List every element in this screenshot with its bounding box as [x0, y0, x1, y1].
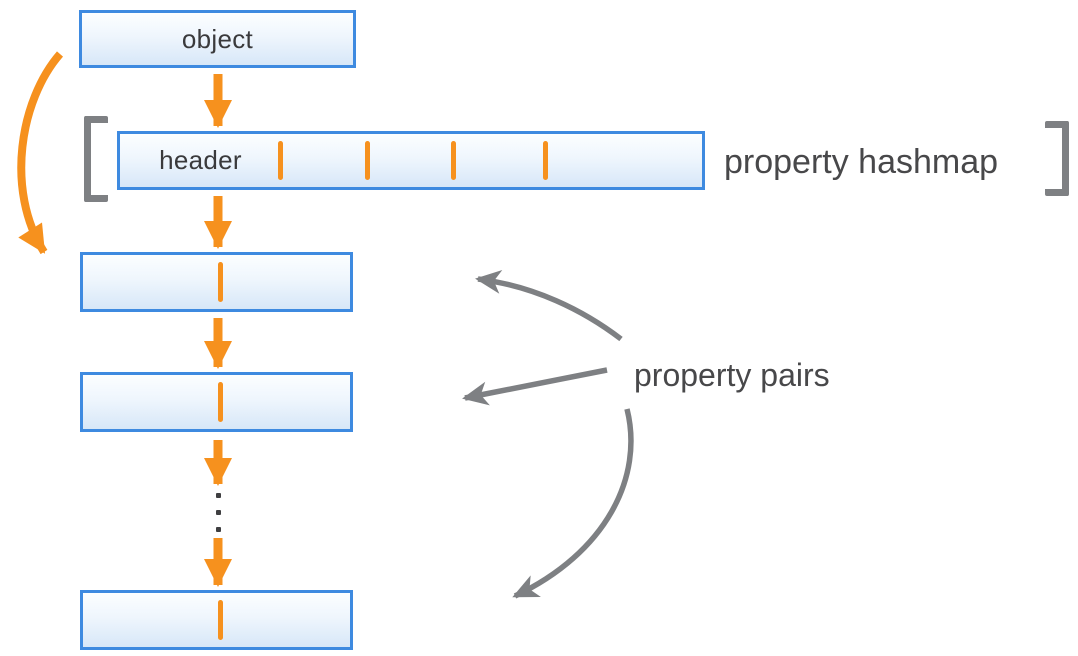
header-cell-label: header [159, 145, 242, 175]
pointer-arrow-icon [462, 367, 608, 406]
object-node-label: object [181, 23, 254, 54]
property-hashmap-node: header [117, 131, 705, 190]
slot-divider [365, 141, 370, 180]
ellipsis-dot [216, 493, 221, 498]
pair-divider [218, 600, 223, 640]
pointer-arrow-icon [512, 408, 634, 599]
hashmap-annotation: property hashmap [724, 143, 999, 181]
pointer-arrow-icon [475, 269, 623, 342]
property-pair-node [80, 252, 353, 312]
property-pair-node [80, 590, 353, 650]
pair-divider [218, 262, 223, 302]
ellipsis-dot [216, 510, 221, 515]
bracket-left-icon [84, 116, 108, 202]
curved-arrow-icon [17, 51, 64, 255]
object-node: object [79, 10, 356, 68]
property-pair-node [80, 372, 353, 432]
slot-divider [543, 141, 548, 180]
slot-divider [278, 141, 283, 180]
pair-divider [218, 382, 223, 422]
slot-divider [451, 141, 456, 180]
bracket-right-icon [1045, 121, 1069, 196]
ellipsis-dot [216, 527, 221, 532]
pairs-annotation: property pairs [634, 357, 830, 393]
